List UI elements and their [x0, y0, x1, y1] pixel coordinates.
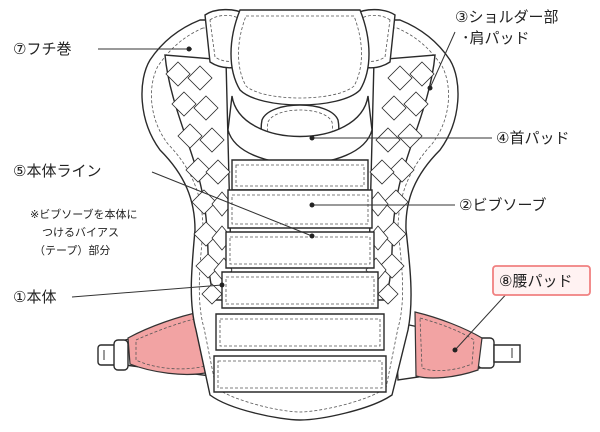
- note-line3: （テープ）部分: [34, 243, 110, 257]
- label-waist-pad: ⑧腰パッド: [499, 272, 572, 290]
- left-buckle: [97, 339, 129, 371]
- leader-lines: [71, 31, 511, 353]
- bib-plates: [213, 159, 387, 393]
- label-shoulder-line1: ③ショルダー部: [455, 8, 558, 26]
- label-shoulder-line2: ･肩パッド: [462, 29, 530, 47]
- right-mesh-panel: [365, 54, 436, 305]
- note-line1: ※ビブソーブを本体に: [30, 207, 138, 221]
- right-waist-pad: [414, 311, 483, 379]
- label-body-line: ⑤本体ライン: [13, 162, 101, 180]
- label-neck-pad: ④首パッド: [496, 129, 569, 147]
- waist-pad-highlight-box: [492, 265, 591, 296]
- left-mesh-panel: [164, 54, 233, 305]
- right-buckle: [477, 337, 521, 369]
- neck-collar: [230, 9, 370, 106]
- label-bib: ②ビブソーブ: [459, 196, 547, 214]
- label-fuchi: ⑦フチ巻: [13, 40, 71, 58]
- label-main-body: ①本体: [13, 288, 56, 306]
- note-line2: つけるバイアス: [42, 226, 119, 239]
